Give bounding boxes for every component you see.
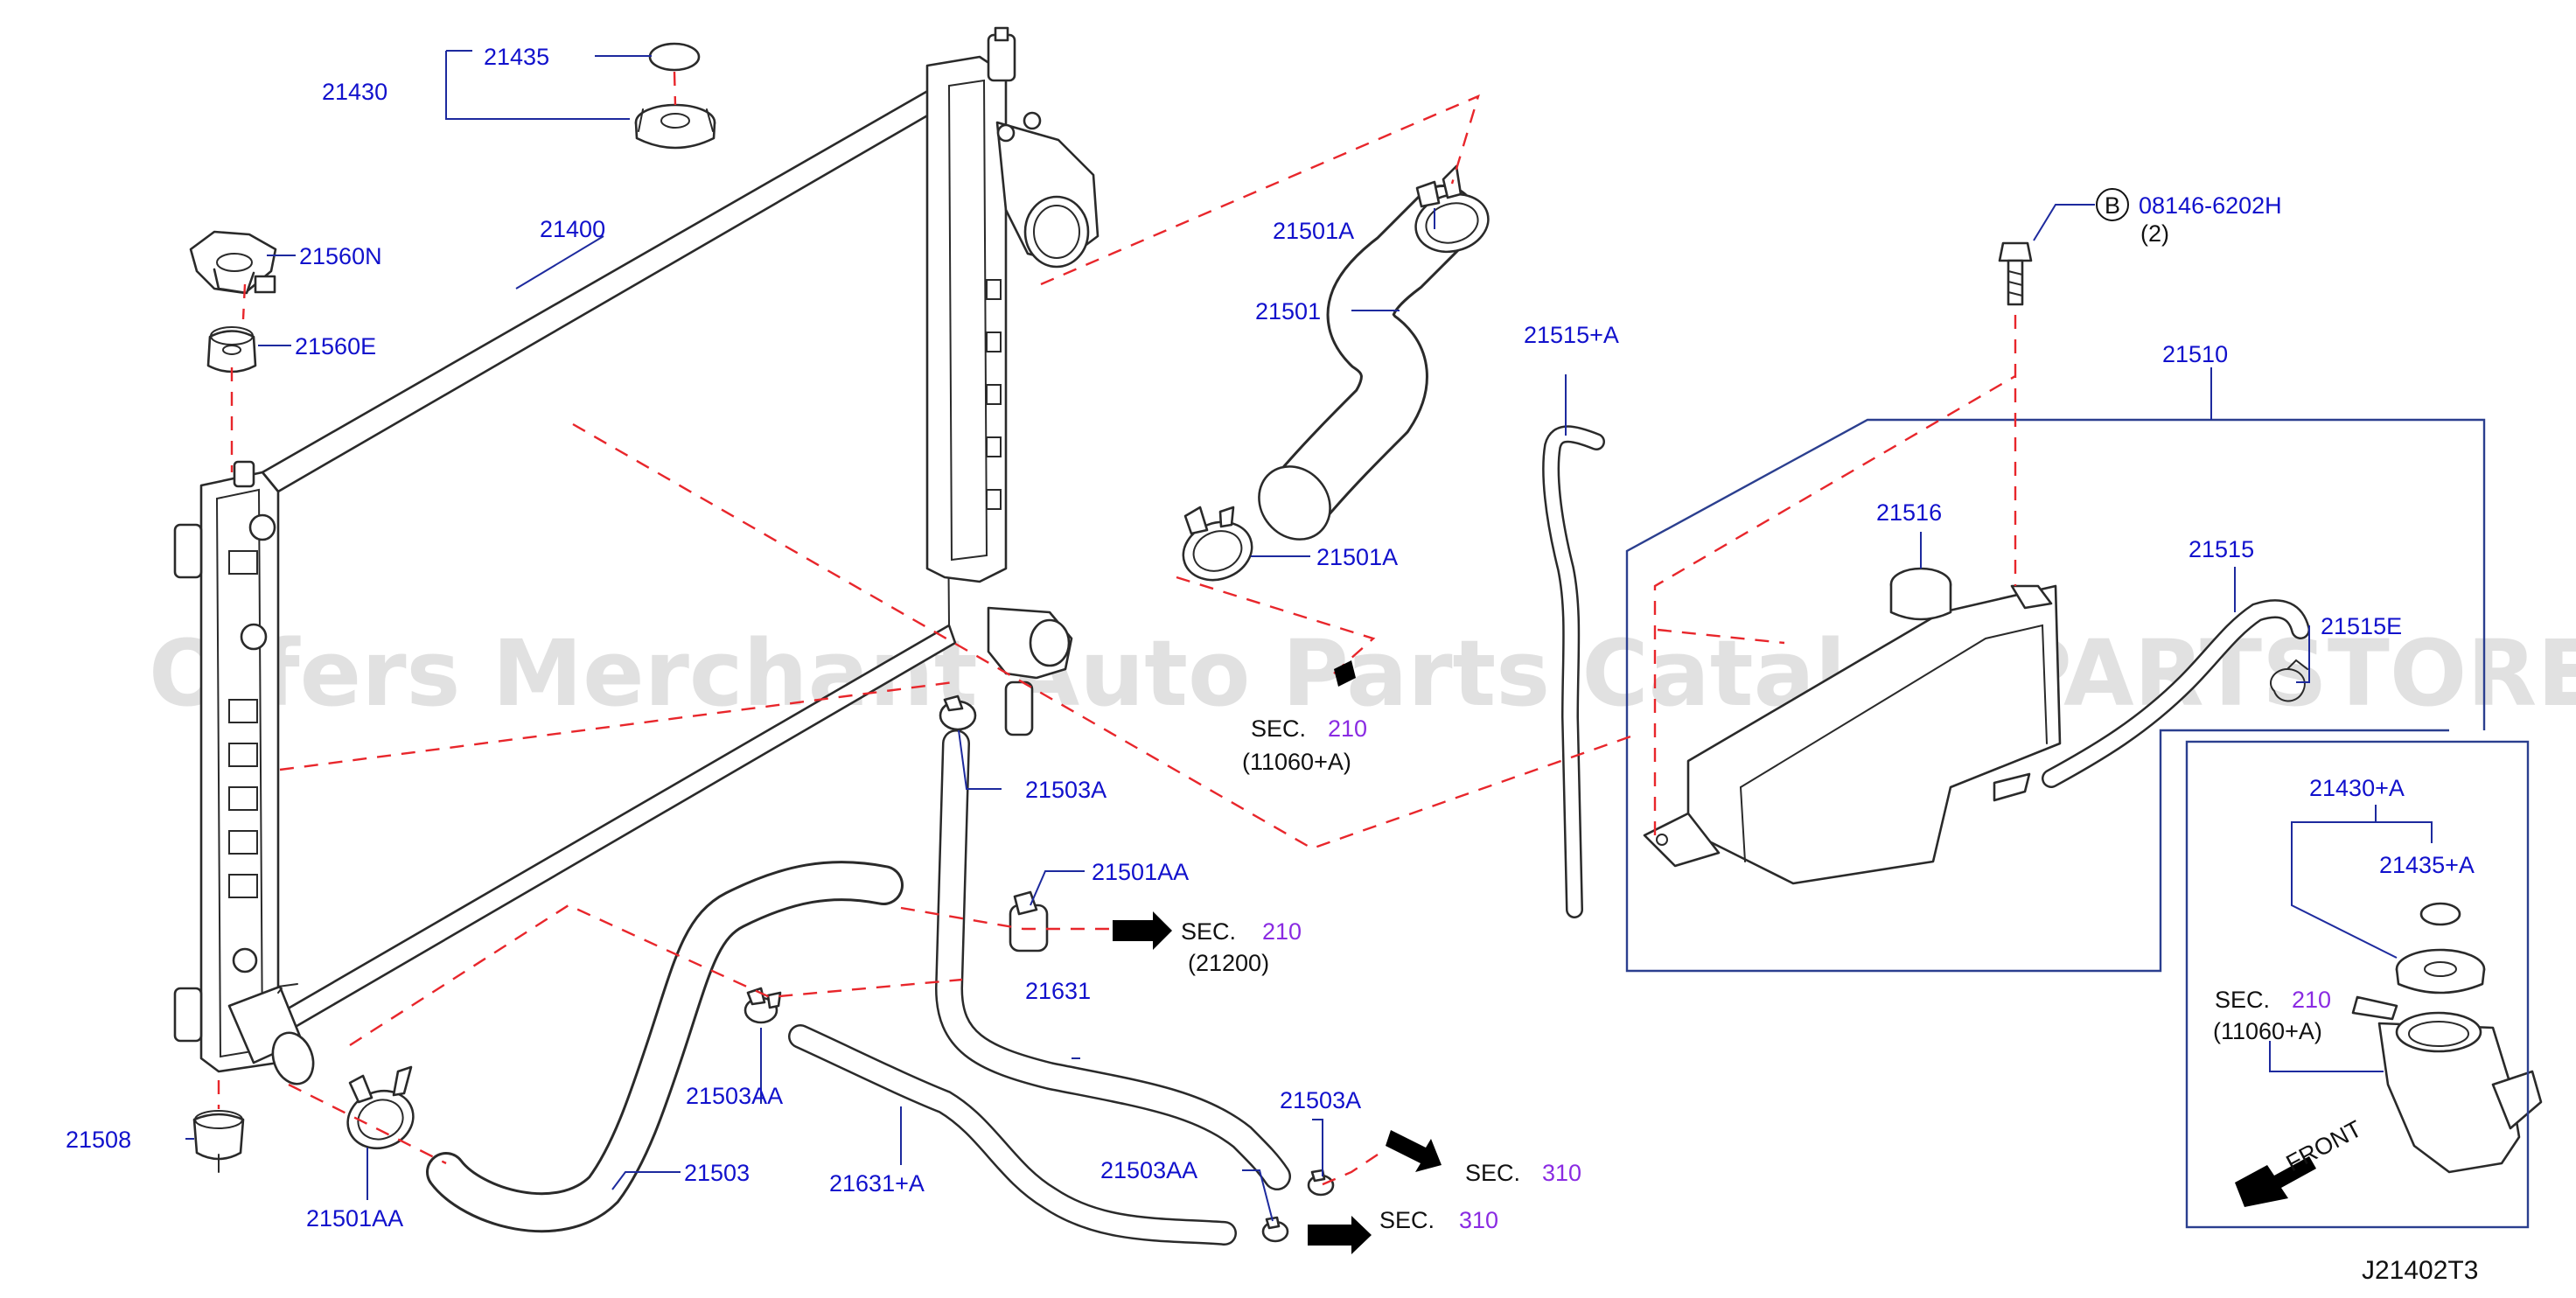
hose-21631-plus-a[interactable] bbox=[788, 1024, 1237, 1246]
reservoir-group-box bbox=[1625, 418, 2486, 973]
hose-clamp-21501A-low[interactable] bbox=[1175, 506, 1260, 590]
label-21501: 21501 bbox=[1255, 298, 1321, 324]
reservoir-hose-21515[interactable] bbox=[2042, 599, 2310, 788]
diagram-code: J21402T3 bbox=[2362, 1256, 2478, 1285]
radiator-upper-inlet[interactable] bbox=[995, 111, 1100, 269]
inset-seal-21435-plus-a[interactable] bbox=[2419, 902, 2461, 926]
hose-clip-21515E[interactable] bbox=[2270, 659, 2308, 702]
inset-cap-21430-plus-a[interactable] bbox=[2395, 948, 2486, 994]
overflow-hose-21515-plus-a[interactable] bbox=[1542, 425, 1605, 918]
label-21503: 21503 bbox=[684, 1160, 750, 1186]
sec-num-inset: 210 bbox=[2292, 987, 2331, 1013]
bolt-symbol: B bbox=[2105, 192, 2120, 219]
inset-filler-neck[interactable] bbox=[2351, 995, 2543, 1174]
hose-clamp-21503A-top[interactable] bbox=[939, 694, 977, 731]
label-21503AA-left: 21503AA bbox=[686, 1083, 783, 1109]
sec-word-inset: SEC. bbox=[2215, 987, 2270, 1013]
upper-hose-21501[interactable] bbox=[1245, 185, 1477, 554]
arrow-to-sec-310-b bbox=[1308, 1216, 1372, 1254]
mount-bracket-21560N[interactable] bbox=[189, 230, 277, 295]
label-21435-plus-a: 21435+A bbox=[2379, 852, 2475, 878]
label-21501A-low: 21501A bbox=[1316, 544, 1398, 570]
sec-sub-upper: (11060+A) bbox=[1242, 749, 1351, 775]
sec-num-upper: 210 bbox=[1328, 715, 1367, 742]
label-21503A-top: 21503A bbox=[1025, 777, 1106, 803]
sec-word-lower: SEC. bbox=[1181, 918, 1236, 945]
label-21515: 21515 bbox=[2189, 536, 2254, 562]
arrow-to-sec-210-lower bbox=[1113, 911, 1172, 950]
inset-box bbox=[2185, 740, 2530, 1229]
label-21508: 21508 bbox=[66, 1127, 131, 1153]
arrow-to-sec-310-a bbox=[1386, 1130, 1442, 1172]
lower-hose-21503[interactable] bbox=[426, 861, 904, 1233]
label-front: FRONT bbox=[2282, 1115, 2366, 1176]
label-21515-plus-a: 21515+A bbox=[1524, 322, 1619, 348]
hose-21631[interactable] bbox=[934, 729, 1291, 1190]
sec-word-trans1: SEC. bbox=[1465, 1160, 1520, 1186]
radiator-left-tank[interactable] bbox=[173, 460, 280, 1073]
label-21516: 21516 bbox=[1876, 499, 1942, 526]
label-21631: 21631 bbox=[1025, 978, 1091, 1004]
hose-clamp-21503AA-low[interactable] bbox=[1261, 1216, 1289, 1243]
label-21515E: 21515E bbox=[2321, 613, 2402, 639]
sec-num-lower: 210 bbox=[1262, 918, 1302, 945]
hose-clamp-21501AA-mid[interactable] bbox=[1009, 890, 1049, 953]
hose-clamp-21503AA-left[interactable] bbox=[743, 987, 782, 1024]
small-fitting-mark bbox=[1334, 660, 1356, 687]
label-21501AA-mid: 21501AA bbox=[1092, 859, 1189, 885]
bolt-symbol-circle bbox=[2096, 188, 2129, 221]
reservoir-tank-21510[interactable] bbox=[1643, 584, 2062, 885]
hose-clamp-21501AA-left[interactable] bbox=[339, 1065, 421, 1157]
grommet-21560E[interactable] bbox=[206, 326, 257, 373]
radiator-right-tank[interactable] bbox=[925, 26, 1016, 583]
label-21503A-low: 21503A bbox=[1280, 1087, 1361, 1113]
label-21631-plus-a: 21631+A bbox=[829, 1170, 925, 1197]
reservoir-cap-21516[interactable] bbox=[1889, 567, 1952, 621]
label-bolt-quantity: (2) bbox=[2140, 220, 2169, 247]
label-21430: 21430 bbox=[322, 79, 387, 105]
label-21510: 21510 bbox=[2162, 341, 2228, 367]
label-bolt-part-number: 08146-6202H bbox=[2139, 192, 2282, 219]
sec-num-trans2: 310 bbox=[1459, 1207, 1498, 1233]
label-21501AA-left: 21501AA bbox=[306, 1205, 403, 1232]
reference-dash-lines bbox=[217, 71, 2017, 1187]
watermark-text: Offers Merchant Auto Parts Catalog PARTS… bbox=[149, 620, 2576, 727]
sec-word-upper: SEC. bbox=[1251, 715, 1306, 742]
sec-sub-inset: (11060+A) bbox=[2213, 1018, 2322, 1044]
hose-clamp-21503A-low[interactable] bbox=[1307, 1169, 1335, 1197]
radiator-right-fitting[interactable] bbox=[987, 606, 1073, 736]
sec-word-trans2: SEC. bbox=[1379, 1207, 1435, 1233]
label-21560E: 21560E bbox=[295, 333, 376, 359]
label-21560N: 21560N bbox=[299, 243, 382, 269]
label-21435: 21435 bbox=[484, 44, 549, 70]
leader-lines bbox=[185, 50, 2433, 1222]
bolt-08146-6202H[interactable] bbox=[1998, 241, 2033, 306]
cap-seal-21435[interactable] bbox=[648, 42, 701, 72]
sec-sub-lower: (21200) bbox=[1188, 950, 1269, 976]
label-21501A-top: 21501A bbox=[1273, 218, 1354, 244]
label-21400: 21400 bbox=[540, 216, 605, 242]
label-21430-plus-a: 21430+A bbox=[2309, 775, 2405, 801]
radiator-lower-outlet[interactable] bbox=[227, 983, 320, 1090]
label-21503AA-low: 21503AA bbox=[1100, 1157, 1197, 1183]
grommet-21508[interactable] bbox=[192, 1110, 245, 1173]
arrow-front bbox=[2235, 1156, 2316, 1207]
radiator-cap-21430[interactable] bbox=[634, 103, 716, 150]
sec-arrows bbox=[1113, 911, 2316, 1254]
sec-num-trans1: 310 bbox=[1542, 1160, 1581, 1186]
